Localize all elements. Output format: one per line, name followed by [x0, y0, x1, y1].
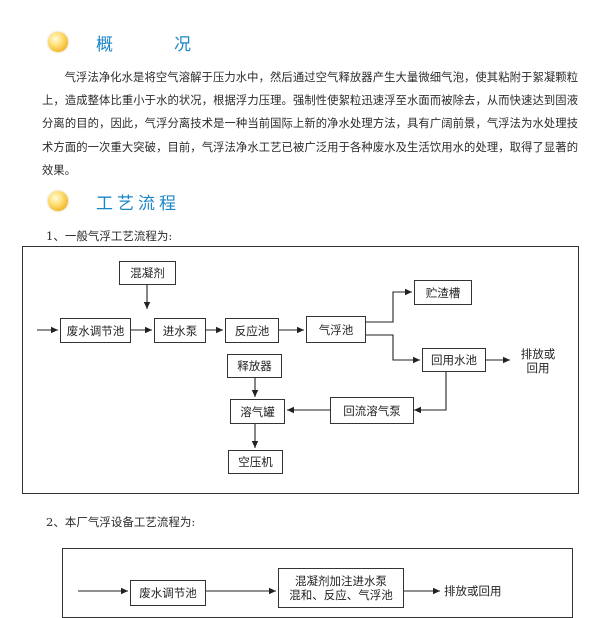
- box-wastewater-tank: 废水调节池: [60, 318, 131, 343]
- label-discharge-line1: 排放或: [520, 347, 556, 361]
- box-sludge-tank: 贮渣槽: [414, 280, 472, 305]
- arrow-to-reuse-pool: [366, 334, 420, 364]
- flow1-connectors: [37, 285, 510, 448]
- section-title: 工艺流程: [96, 193, 180, 214]
- flow2-caption: 2、本厂气浮设备工艺流程为:: [46, 515, 196, 529]
- box-reuse-pool: 回用水池: [422, 348, 486, 372]
- sun-bullet-icon: [48, 191, 68, 211]
- box-flow2-wastewater-tank: 废水调节池: [130, 580, 206, 606]
- box-flow2-integrated-unit: 混凝剂加注进水泵 混和、反应、气浮池: [278, 568, 404, 608]
- box-dissolve-tank: 溶气罐: [230, 399, 285, 424]
- integrated-line2: 混和、反应、气浮池: [289, 588, 393, 602]
- label-discharge-or-reuse: 排放或 回用: [513, 347, 563, 375]
- label-flow2-discharge: 排放或回用: [444, 584, 502, 598]
- flow1-caption: 1、一般气浮工艺流程为:: [46, 229, 173, 243]
- integrated-line1: 混凝剂加注进水泵: [295, 574, 387, 588]
- flow2-connectors: [78, 587, 440, 595]
- arrow-to-sludge: [366, 288, 412, 323]
- box-reaction-tank: 反应池: [225, 318, 279, 343]
- label-discharge-line2: 回用: [526, 361, 550, 375]
- box-return-pump: 回流溶气泵: [330, 397, 414, 424]
- box-feed-pump: 进水泵: [154, 318, 206, 343]
- arrow-to-return-pump: [414, 370, 447, 414]
- box-flotation-tank: 气浮池: [306, 316, 366, 343]
- intro-paragraph: 气浮法净化水是将空气溶解于压力水中，然后通过空气释放器产生大量微细气泡，使其粘附…: [42, 71, 578, 177]
- flow1-diagram-frame: [22, 246, 579, 494]
- section-heading-process: 工艺流程: [48, 188, 180, 214]
- section-heading-overview: 概 况: [48, 29, 213, 55]
- box-compressor: 空压机: [228, 450, 283, 474]
- box-release: 释放器: [227, 354, 282, 378]
- section-title: 概 况: [96, 34, 213, 55]
- sun-bullet-icon: [48, 32, 68, 52]
- box-coagulant: 混凝剂: [119, 261, 176, 285]
